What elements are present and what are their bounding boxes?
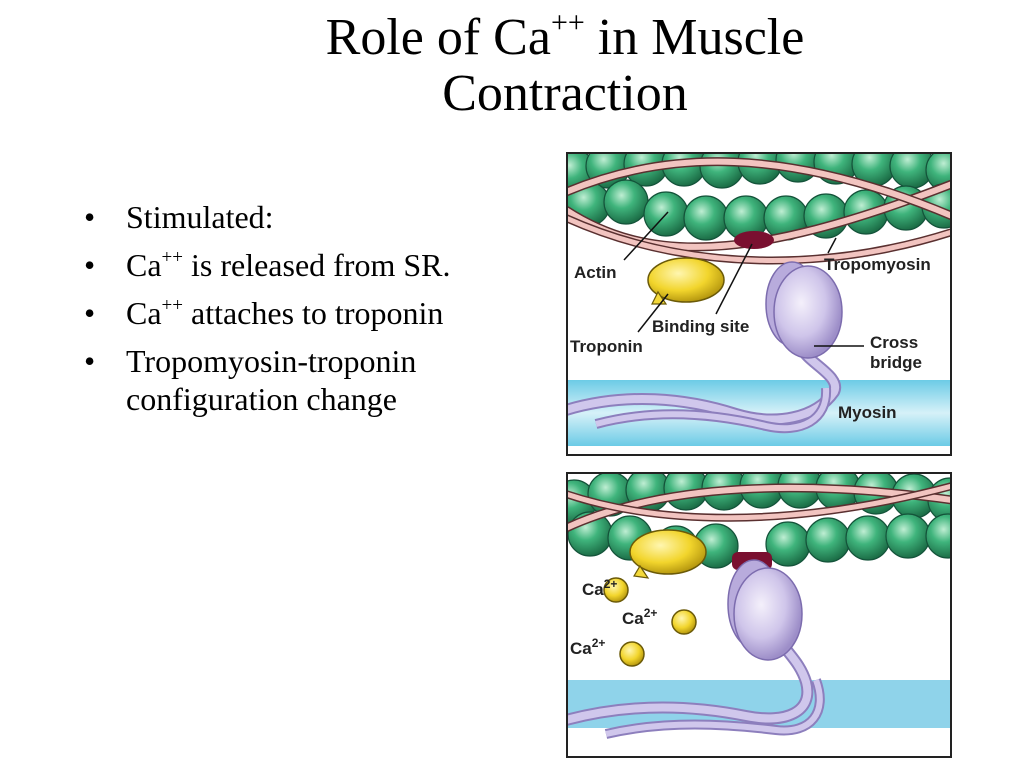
bullet-marker: • bbox=[84, 343, 96, 379]
title-line1-suffix: in Muscle bbox=[584, 9, 805, 66]
figure-border bbox=[566, 152, 952, 456]
figure-relaxed-svg: Actin Tropomyosin Binding site Troponin … bbox=[566, 152, 952, 456]
label-cross-bridge-line1: Cross bbox=[870, 333, 918, 352]
bullet-text: is released from SR. bbox=[182, 247, 451, 283]
bullet-sup: ++ bbox=[161, 295, 183, 316]
bullet-item: • Tropomyosin-troponin configuration chan… bbox=[84, 342, 524, 418]
bullet-item: • Ca++ attaches to troponin bbox=[84, 294, 524, 332]
label-calcium-1: Ca2+ bbox=[582, 577, 617, 599]
bullet-item: • Stimulated: bbox=[84, 198, 524, 236]
slide-title: Role of Ca++ in Muscle Contraction bbox=[230, 8, 900, 122]
bullet-marker: • bbox=[84, 199, 96, 235]
title-line2: Contraction bbox=[442, 65, 688, 122]
label-actin: Actin bbox=[574, 263, 617, 282]
label-binding-site: Binding site bbox=[652, 317, 749, 336]
figure-activated: Ca2+ Ca2+ Ca2+ bbox=[566, 472, 952, 758]
figure-relaxed: Actin Tropomyosin Binding site Troponin … bbox=[566, 152, 952, 456]
bullet-text: attaches to troponin bbox=[182, 295, 444, 331]
bullet-marker: • bbox=[84, 247, 96, 283]
troponin-shape bbox=[629, 529, 707, 575]
bullet-text: Ca bbox=[126, 295, 162, 331]
bullet-list: •Stimulated: •Ca++ is released from SR. … bbox=[84, 198, 524, 428]
label-tropomyosin: Tropomyosin bbox=[824, 255, 931, 274]
myosin-head bbox=[733, 567, 803, 661]
label-cross-bridge-line2: bridge bbox=[870, 353, 922, 372]
bullet-item: • Ca++ is released from SR. bbox=[84, 246, 524, 284]
label-calcium-3: Ca2+ bbox=[570, 636, 605, 658]
bullet-marker: • bbox=[84, 295, 96, 331]
bullet-text: Ca bbox=[126, 247, 162, 283]
binding-site-marker bbox=[734, 231, 774, 249]
myosin-head bbox=[773, 265, 843, 359]
label-troponin: Troponin bbox=[570, 337, 643, 356]
calcium-ion bbox=[619, 641, 645, 667]
calcium-ion bbox=[671, 609, 697, 635]
title-line1-prefix: Role of Ca bbox=[325, 9, 551, 66]
bullet-text: Stimulated: bbox=[126, 199, 274, 235]
bullet-text: Tropomyosin-troponin configuration chang… bbox=[126, 343, 417, 417]
label-leaders bbox=[623, 211, 864, 347]
figure-activated-svg: Ca2+ Ca2+ Ca2+ bbox=[566, 472, 952, 758]
label-myosin: Myosin bbox=[838, 403, 897, 422]
title-line1-sup: ++ bbox=[550, 6, 585, 39]
label-calcium-2: Ca2+ bbox=[622, 606, 657, 628]
tropomyosin-strand bbox=[566, 482, 952, 533]
troponin-shape bbox=[647, 257, 725, 303]
bullet-sup: ++ bbox=[161, 247, 183, 268]
calcium-ion bbox=[603, 577, 629, 603]
tropomyosin-strand bbox=[566, 157, 952, 265]
figure-border bbox=[566, 472, 952, 758]
